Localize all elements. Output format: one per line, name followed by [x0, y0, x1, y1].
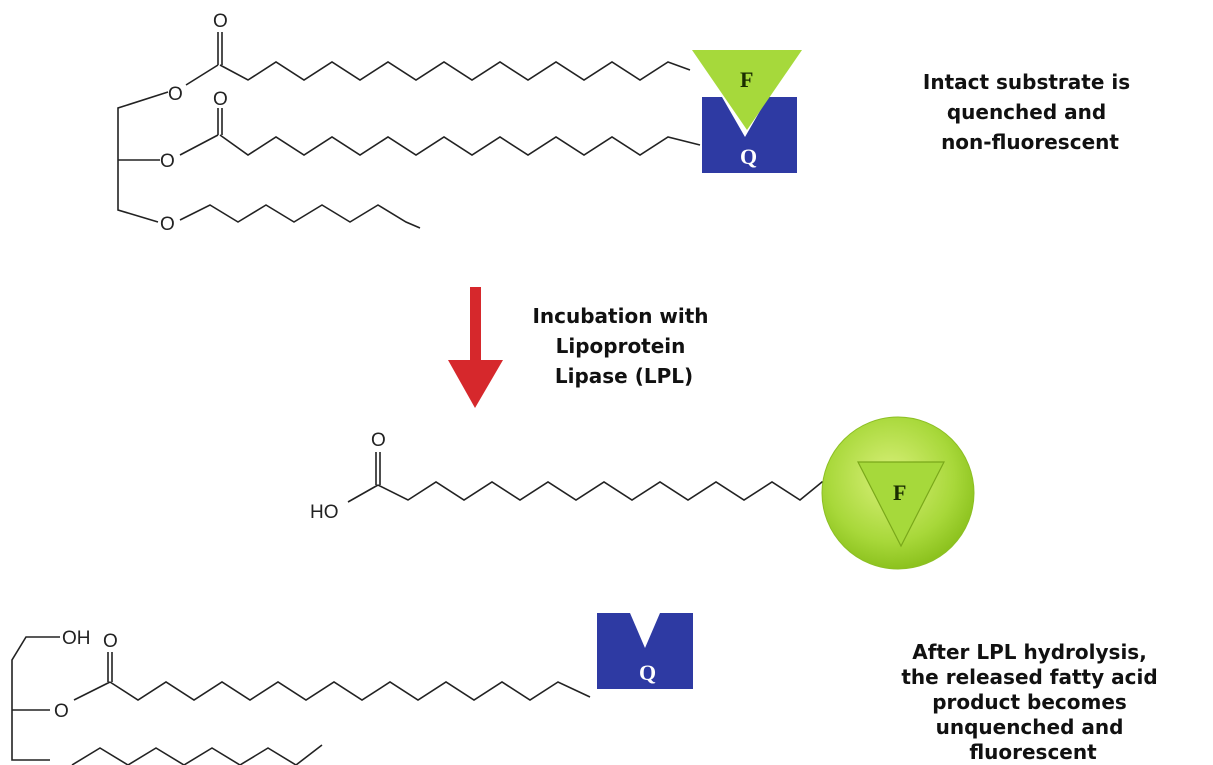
quencher-block-free — [597, 613, 693, 689]
reaction-arrow — [448, 287, 503, 408]
carbonyl-oxygen-3: O — [103, 631, 118, 652]
arrow-shaft — [470, 287, 481, 363]
fatty-acid-chain — [377, 475, 869, 501]
fluorophore-label-free: F — [893, 480, 906, 505]
quencher-label: Q — [740, 144, 757, 169]
ether-oxygen-1: O — [160, 214, 175, 235]
hydroxyl-group: HO — [310, 502, 339, 523]
fatty-acyl-chain-2 — [219, 134, 701, 156]
ester-bond-3 — [73, 652, 113, 701]
carbonyl-oxygen-fa: O — [371, 430, 386, 451]
glycerol-backbone-2 — [11, 636, 60, 761]
incubation-caption-line: Incubation with — [532, 304, 708, 328]
glycerol-backbone — [117, 91, 169, 223]
arrow-head — [448, 360, 503, 408]
ester-bond-1 — [185, 32, 223, 86]
carboxyl-bonds — [347, 452, 381, 503]
ether-alkyl-chain-2 — [71, 744, 323, 765]
intact-caption: Intact substrate is quenched and non-flu… — [923, 70, 1137, 154]
ester-oxygen-1: O — [168, 84, 183, 105]
after-caption-line: fluorescent — [969, 740, 1097, 764]
incubation-caption-line: Lipoprotein — [556, 334, 686, 358]
carbonyl-oxygen-2: O — [213, 89, 228, 110]
released-fatty-acid: O HO F — [310, 416, 975, 570]
after-caption-line: the released fatty acid — [901, 665, 1157, 689]
ester-oxygen-2: O — [160, 151, 175, 172]
intact-caption-line: non-fluorescent — [941, 130, 1119, 154]
ether-alkyl-chain-1 — [179, 204, 421, 229]
after-caption-line: unquenched and — [936, 715, 1124, 739]
after-caption: After LPL hydrolysis, the released fatty… — [901, 640, 1164, 764]
ester-bond-2 — [179, 108, 223, 156]
fatty-acyl-chain-3 — [109, 681, 591, 701]
fluorophore-triangle — [692, 50, 802, 130]
fluorophore-label: F — [740, 67, 753, 92]
after-caption-line: After LPL hydrolysis, — [912, 640, 1147, 664]
fatty-acyl-chain-1 — [219, 61, 691, 81]
quencher-block — [702, 97, 797, 173]
incubation-caption: Incubation with Lipoprotein Lipase (LPL) — [532, 304, 715, 388]
intact-caption-line: quenched and — [947, 100, 1106, 124]
hydroxyl-group-2: OH — [62, 628, 91, 649]
remaining-diglyceride: OH O O Q — [11, 613, 693, 765]
after-caption-line: product becomes — [932, 690, 1127, 714]
intact-substrate: O O O O O F Q — [117, 11, 802, 235]
fluorophore-triangle-free — [857, 461, 945, 548]
ester-oxygen-3: O — [54, 701, 69, 722]
intact-caption-line: Intact substrate is — [923, 70, 1130, 94]
carbonyl-oxygen-1: O — [213, 11, 228, 32]
incubation-caption-line: Lipase (LPL) — [555, 364, 693, 388]
quencher-label-free: Q — [639, 660, 656, 685]
